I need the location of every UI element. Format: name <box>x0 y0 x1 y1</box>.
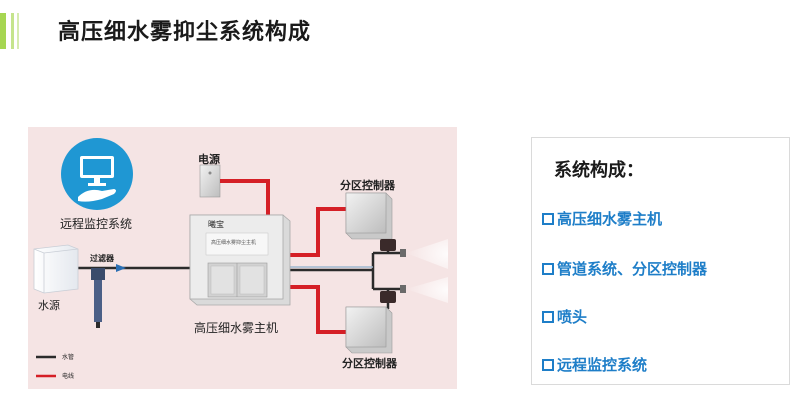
host-brand-label: 曦宝 <box>208 220 224 229</box>
square-bullet-icon <box>542 358 554 371</box>
host-nameplate: 高压细水雾抑尘主机 <box>211 240 257 246</box>
component-item-label: 管道系统、分区控制器 <box>557 260 708 278</box>
component-item-label: 喷头 <box>557 308 588 326</box>
panel-heading: 系统构成： <box>554 160 644 181</box>
flow-arrow-icon <box>116 264 126 272</box>
legend-water-label: 水管 <box>62 354 75 361</box>
title-accent-bar <box>11 13 14 49</box>
valve-bottom <box>380 291 396 303</box>
component-item: 管道系统、分区控制器 <box>542 258 707 279</box>
water-tank <box>33 244 79 294</box>
square-bullet-icon <box>542 212 554 225</box>
remote-monitor-label: 远程监控系统 <box>60 217 133 231</box>
power-cabinet <box>199 164 221 198</box>
filter <box>91 268 105 328</box>
spray-nozzle-bottom <box>400 277 448 303</box>
title-accent-bar <box>0 13 6 49</box>
zone-controller-bottom <box>345 306 393 354</box>
filter-label: 过滤器 <box>90 253 114 263</box>
main-host-unit <box>189 214 291 306</box>
slide-title: 高压细水雾抑尘系统构成 <box>58 20 312 45</box>
component-item: 喷头 <box>542 306 587 327</box>
zone-controller-bottom-label: 分区控制器 <box>342 357 397 370</box>
system-diagram: 远程监控系统 电源 分区控制器 分区控制器 过滤器 水源 高压细水雾主机 曦宝 … <box>28 127 457 389</box>
remote-monitor-icon <box>61 138 133 210</box>
diagram-drawing <box>33 138 448 378</box>
component-item-label: 高压细水雾主机 <box>557 210 663 228</box>
zone-controller-top-label: 分区控制器 <box>340 179 395 192</box>
system-components-panel: 系统构成： 高压细水雾主机 管道系统、分区控制器 喷头 远程监控系统 <box>531 137 790 385</box>
water-source-label: 水源 <box>38 299 60 312</box>
square-bullet-icon <box>542 262 554 275</box>
legend-power-label: 电线 <box>62 373 75 380</box>
spray-nozzle-top <box>400 239 448 269</box>
component-item-label: 远程监控系统 <box>557 356 648 374</box>
title-accent-bar <box>17 13 19 49</box>
legend <box>36 355 56 378</box>
component-item: 远程监控系统 <box>542 354 647 375</box>
power-line <box>220 179 346 334</box>
valve-top <box>380 239 396 251</box>
host-unit-label: 高压细水雾主机 <box>194 321 279 335</box>
square-bullet-icon <box>542 310 554 323</box>
zone-controller-top <box>345 192 393 240</box>
power-label: 电源 <box>198 153 220 166</box>
component-item: 高压细水雾主机 <box>542 208 662 229</box>
